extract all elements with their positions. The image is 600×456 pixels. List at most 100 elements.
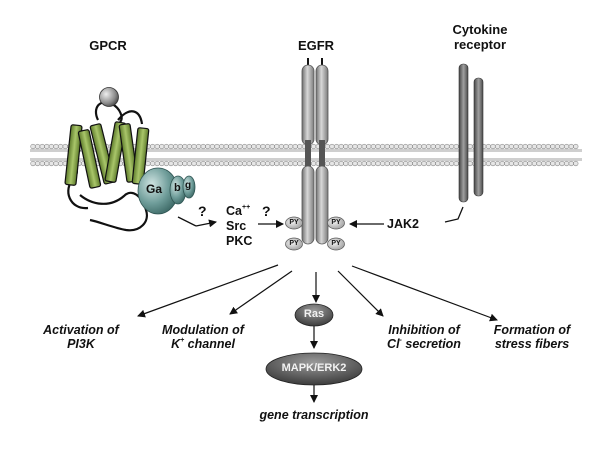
- lipid-head: [444, 160, 450, 167]
- lipid-head: [361, 143, 367, 150]
- lipid-head: [426, 143, 432, 150]
- lipid-head: [196, 143, 202, 150]
- lipid-head: [48, 143, 55, 150]
- lipid-head: [485, 160, 492, 167]
- lipid-head: [398, 143, 404, 150]
- gpcr-helix-6: [131, 127, 150, 185]
- lipid-head: [53, 160, 59, 167]
- lipid-head: [563, 143, 570, 150]
- egfr-left-transmembrane: [305, 140, 311, 168]
- lipid-head: [159, 143, 165, 150]
- lipid-head: [48, 160, 55, 167]
- egfr-right-extracellular: [315, 64, 329, 146]
- lipid-head: [173, 160, 179, 167]
- lipid-head: [536, 143, 542, 150]
- lipid-head: [439, 160, 446, 167]
- lipid-head: [265, 160, 271, 167]
- lipid-head: [375, 143, 381, 150]
- lipid-head: [269, 160, 275, 167]
- lipid-head: [154, 143, 160, 150]
- cytokine-receptor: [458, 63, 484, 203]
- lipid-head: [255, 143, 262, 150]
- lipid-head: [389, 160, 395, 167]
- lipid-head: [292, 143, 298, 150]
- lipid-head: [380, 143, 386, 150]
- lipid-head: [435, 143, 441, 150]
- lipid-head: [550, 160, 556, 167]
- ligand-ball: [99, 87, 119, 107]
- gpcr-helices: [64, 121, 150, 189]
- cytokine-receptor-chain-2: [473, 77, 484, 197]
- lipid-head: [499, 160, 505, 167]
- phosphotyrosine-lower-right: [327, 237, 345, 251]
- lipid-head: [426, 160, 432, 167]
- lipid-head: [186, 143, 192, 150]
- lipid-head: [297, 160, 303, 167]
- phosphotyrosine-upper-left: [285, 216, 303, 230]
- g-protein: [137, 167, 196, 215]
- lipid-head: [265, 143, 271, 150]
- lipid-head: [453, 143, 459, 150]
- lipid-head: [352, 160, 358, 167]
- lipid-head: [334, 143, 340, 150]
- lipid-head: [334, 160, 340, 167]
- lipid-head: [278, 143, 285, 150]
- lipid-head: [563, 160, 570, 167]
- lipid-head: [150, 143, 156, 150]
- lipid-head: [435, 160, 441, 167]
- lipid-head: [485, 143, 492, 150]
- lipid-head: [205, 160, 211, 167]
- lipid-head: [39, 160, 45, 167]
- arrow-gprotein-to-kinases: [195, 219, 217, 228]
- lipid-head: [389, 143, 395, 150]
- lipid-head: [168, 160, 174, 167]
- cytokine-receptor-chain-1: [458, 63, 469, 203]
- lipid-head: [522, 143, 528, 150]
- lipid-head: [343, 143, 349, 150]
- lipid-head: [508, 143, 515, 150]
- lipid-head: [568, 160, 574, 167]
- lipid-head: [44, 143, 50, 150]
- lipid-head: [274, 160, 280, 167]
- egfr-left-extracellular: [301, 64, 315, 146]
- lipid-head: [338, 160, 344, 167]
- lipid-head: [343, 160, 349, 167]
- gpcr-helix-2: [77, 129, 102, 189]
- lipid-head: [439, 143, 446, 150]
- lipid-head: [540, 160, 547, 167]
- gpcr-helix-1: [64, 124, 83, 186]
- lipid-head: [573, 160, 579, 167]
- lipid-head: [163, 143, 169, 150]
- lipid-head: [255, 160, 262, 167]
- lipid-head: [384, 160, 390, 167]
- lipid-head: [517, 160, 524, 167]
- lipid-head: [34, 160, 41, 167]
- lipid-head: [403, 143, 409, 150]
- lipid-head: [324, 160, 331, 167]
- ras-node: [294, 303, 334, 327]
- lipid-head: [191, 143, 197, 150]
- lipid-head: [30, 143, 36, 150]
- lipid-head: [34, 143, 41, 150]
- lipid-head: [283, 143, 289, 150]
- lipid-head: [366, 160, 372, 167]
- lipid-head: [288, 160, 294, 167]
- lipid-head: [517, 143, 524, 150]
- lipid-head: [393, 160, 400, 167]
- lipid-head: [357, 160, 363, 167]
- lipid-head: [370, 160, 377, 167]
- lipid-head: [357, 143, 363, 150]
- lipid-head: [403, 160, 409, 167]
- arrow-gprotein-stem: [177, 216, 197, 227]
- lipid-head: [205, 143, 211, 150]
- lipid-head: [380, 160, 386, 167]
- lipid-head: [53, 143, 59, 150]
- lipid-head: [536, 160, 542, 167]
- lipid-head: [44, 160, 50, 167]
- lipid-head: [232, 160, 238, 167]
- lipid-head: [513, 160, 519, 167]
- arrow-to-cl-secretion: [337, 270, 384, 317]
- arrow-to-pi3k: [137, 264, 279, 318]
- lipid-head: [274, 143, 280, 150]
- lipid-head: [223, 160, 229, 167]
